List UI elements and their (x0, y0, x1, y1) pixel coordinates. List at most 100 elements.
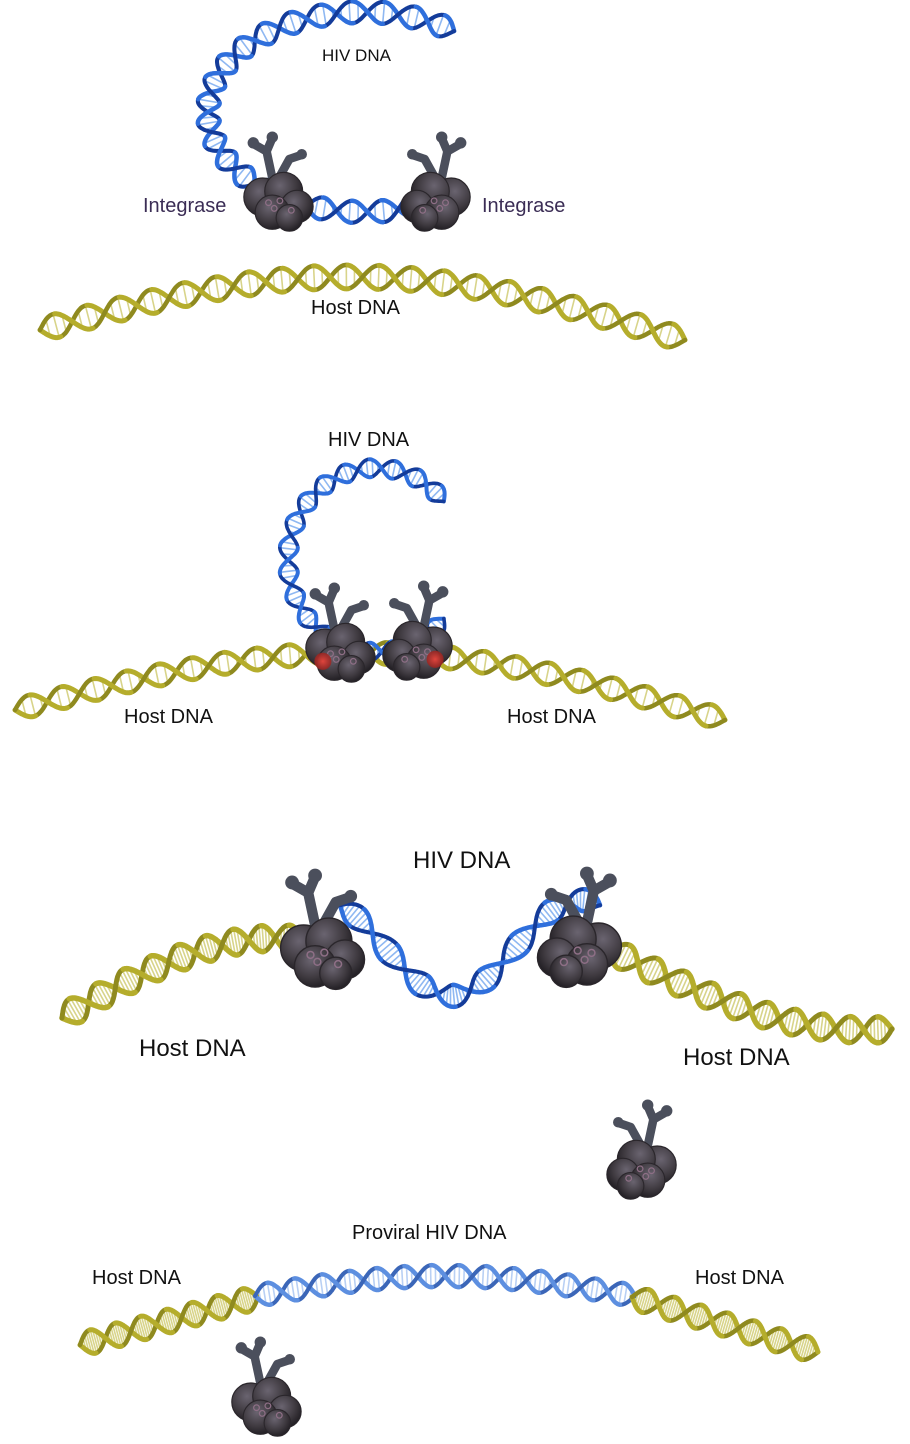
backbone-b-front (268, 1265, 620, 1305)
base-pair (281, 268, 283, 292)
base-pair (378, 1268, 380, 1290)
backbone-a-back (271, 1265, 624, 1304)
panel1-hiv-dna-label: HIV DNA (322, 47, 391, 64)
base-pair (344, 904, 355, 918)
base-pair (349, 1271, 352, 1293)
base-pair (349, 201, 350, 222)
base-pair (383, 200, 385, 222)
base-pair (849, 1017, 850, 1043)
base-pair (508, 941, 524, 955)
cleavage-site-marker (427, 651, 444, 668)
panel4-host-dna-left (80, 1289, 258, 1354)
panel4-host-dna-left-label: Host DNA (92, 1268, 181, 1288)
panel3-hiv-dna-label: HIV DNA (413, 849, 510, 873)
panel4-free-integrase-upper (607, 1099, 676, 1199)
base-pair (820, 1014, 823, 1040)
base-pair (591, 1279, 594, 1300)
base-pair (473, 275, 477, 299)
base-pair (402, 1267, 403, 1288)
base-pair (877, 1017, 878, 1043)
base-pair (539, 1271, 542, 1293)
panel3-host-dna-left-label: Host DNA (139, 1037, 246, 1061)
panel4-host-dna-right-label: Host DNA (695, 1268, 784, 1288)
base-pair (409, 972, 421, 985)
base-pair (704, 704, 710, 725)
base-pair (601, 305, 607, 328)
base-pair (85, 306, 91, 329)
base-pair (183, 283, 188, 307)
panel1-integrase-left-label: Integrase (143, 196, 226, 216)
base-pair (118, 297, 124, 320)
base-pair (314, 266, 315, 290)
base-pair (289, 12, 296, 33)
base-pair (514, 934, 530, 948)
base-pair (853, 1018, 854, 1042)
base-pair (383, 2, 385, 24)
base-pair (442, 271, 445, 295)
base-pair (406, 1267, 407, 1288)
panel3-host-dna-right (610, 944, 892, 1042)
base-pair (378, 265, 379, 289)
base-pair (320, 1275, 323, 1297)
panel1-integrase-left (244, 131, 313, 231)
base-pair (505, 281, 510, 305)
backbone-a-back (198, 2, 445, 223)
base-pair (519, 931, 532, 943)
base-pair (343, 465, 349, 482)
backbone-b-front (198, 1, 444, 222)
base-pair (733, 994, 742, 1019)
base-pair (486, 967, 499, 980)
base-pair (410, 267, 412, 291)
base-pair (389, 953, 402, 965)
base-pair (356, 917, 369, 930)
base-pair (506, 946, 519, 958)
base-pair (474, 977, 485, 991)
base-pair (619, 1283, 623, 1305)
base-pair (665, 324, 672, 347)
panel2-integrase-left (306, 582, 375, 682)
base-pair (248, 272, 251, 296)
base-pair (482, 1267, 483, 1288)
backbone-b-front (631, 946, 880, 1043)
base-pair (384, 949, 400, 963)
base-pair (539, 910, 551, 923)
base-pair (487, 1267, 488, 1288)
base-pair (376, 938, 389, 950)
panel2-host-dna-left-label: Host DNA (124, 707, 213, 727)
base-pair (511, 1268, 513, 1290)
base-pair (633, 314, 640, 337)
base-pair (191, 658, 195, 680)
base-pair (30, 695, 35, 716)
base-pair (392, 461, 396, 479)
panel2-host-dna-right-label: Host DNA (507, 707, 596, 727)
base-pair (267, 1283, 271, 1305)
base-pair (874, 1018, 875, 1042)
base-pair (762, 1003, 769, 1028)
base-pair (323, 199, 326, 220)
base-pair (215, 277, 219, 301)
base-pair (569, 296, 575, 319)
panel3-host-dna-left (62, 925, 302, 1023)
panel2-hiv-dna-label: HIV DNA (328, 430, 409, 450)
base-pair (567, 1275, 570, 1297)
panel4-proviral-dna (255, 1265, 635, 1305)
panel1-integrase-right-label: Integrase (482, 196, 565, 216)
cleavage-site-marker (314, 653, 331, 670)
base-pair (378, 941, 394, 955)
panel4-host-dna-right (632, 1289, 818, 1360)
panel4-proviral-hiv-dna-label: Proviral HIV DNA (352, 1223, 506, 1243)
base-pair (484, 652, 487, 673)
base-pair (150, 290, 155, 313)
base-pair (349, 2, 350, 23)
base-pair (280, 570, 298, 572)
base-pair (380, 945, 397, 959)
base-pair (453, 985, 455, 1007)
base-pair (280, 548, 298, 550)
base-pair (436, 15, 444, 35)
base-pair (545, 663, 549, 685)
base-pair (92, 679, 97, 700)
panel1-integrase-right (401, 131, 470, 231)
panel1-host-dna-label: Host DNA (311, 298, 400, 318)
base-pair (537, 288, 542, 311)
panel3-host-dna-right-label: Host DNA (683, 1046, 790, 1070)
